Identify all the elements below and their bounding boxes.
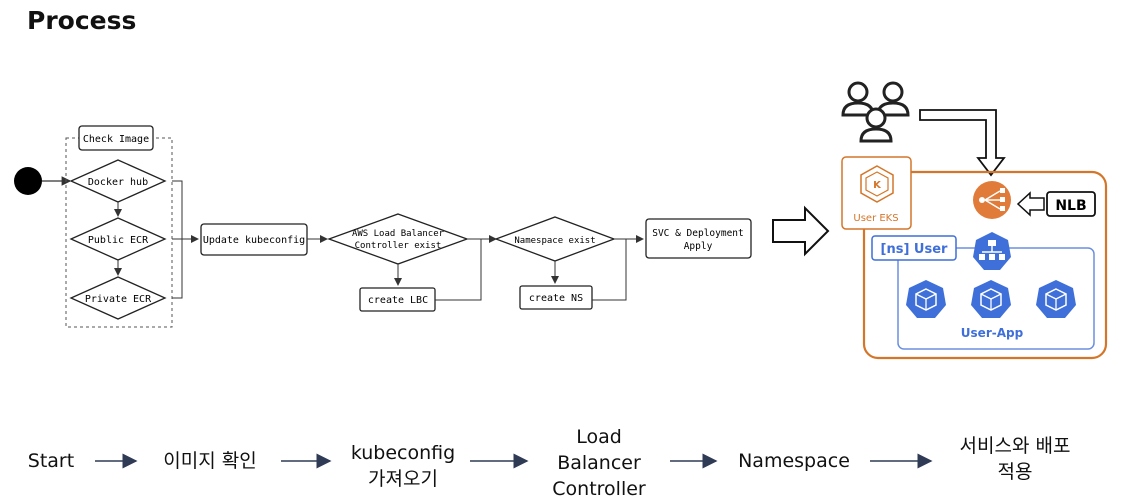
ns-user-tag [871, 235, 957, 261]
flow-step-start: Start [27, 450, 75, 472]
flow-step-image-check: 이미지 확인 [163, 450, 257, 472]
flow-step-namespace: Namespace [738, 450, 850, 472]
flow-step-kubeconfig-line2: 가져오기 [368, 468, 438, 490]
svg-text:K: K [873, 180, 882, 191]
pod-icon-3 [1036, 280, 1076, 318]
private-ecr-decision [69, 276, 167, 320]
nlb-label: NLB [1055, 198, 1086, 214]
create-lbc-label: create LBC [368, 295, 428, 306]
svc-deployment-box [645, 218, 752, 259]
ns-user-label: [ns] User [881, 242, 949, 257]
flow-step-lbc: Load Balancer Controller [534, 424, 664, 502]
flow-step-kubeconfig: kubeconfig 가져오기 [338, 440, 468, 492]
flow-step-deploy-line2: 적용 [997, 461, 1033, 483]
create-ns-box [519, 285, 593, 310]
load-balancer-icon [973, 181, 1011, 219]
flow-step-lbc-line2: Balancer [557, 452, 641, 474]
nlb-box [1046, 191, 1096, 217]
pod-icon-1 [906, 280, 946, 318]
service-icon [973, 232, 1011, 270]
user-app-label: User-App [961, 326, 1024, 340]
lbc-exist-decision [327, 213, 469, 265]
docker-hub-label: Docker hub [88, 177, 148, 188]
svc-line2: Apply [684, 241, 713, 252]
lbc-exist-line1: AWS Load Balancer [352, 229, 445, 239]
eks-icon: K [860, 165, 894, 203]
user-eks-label: User EKS [853, 213, 898, 224]
eks-cluster-border [862, 170, 1108, 360]
traffic-arrow [919, 109, 1006, 177]
flow-step-kubeconfig-line1: kubeconfig [350, 442, 456, 464]
svc-line1: SVC & Deployment [652, 228, 744, 239]
lbc-exist-line2: Controller exist [355, 241, 442, 251]
flow-step-lbc-line1: Load [576, 426, 622, 448]
create-ns-label: create NS [529, 293, 583, 304]
private-ecr-label: Private ECR [85, 294, 152, 305]
update-kubeconfig-label: Update kubeconfig [203, 235, 305, 246]
image-check-group [65, 137, 173, 328]
users-icon [841, 81, 910, 143]
flow-step-deploy: 서비스와 배포 적용 [940, 433, 1090, 485]
page-title: Process [27, 6, 137, 35]
deploy-arrow [772, 205, 830, 257]
check-image-label: Check Image [83, 134, 149, 145]
pod-icon-2 [971, 280, 1011, 318]
start-node [14, 167, 42, 195]
flow-step-lbc-line3: Controller [552, 478, 646, 500]
check-image-box [78, 125, 154, 151]
ns-exist-label: Namespace exist [514, 236, 595, 246]
flow-step-deploy-line1: 서비스와 배포 [959, 435, 1071, 457]
public-ecr-label: Public ECR [88, 235, 149, 246]
nlb-arrow [1016, 191, 1045, 217]
